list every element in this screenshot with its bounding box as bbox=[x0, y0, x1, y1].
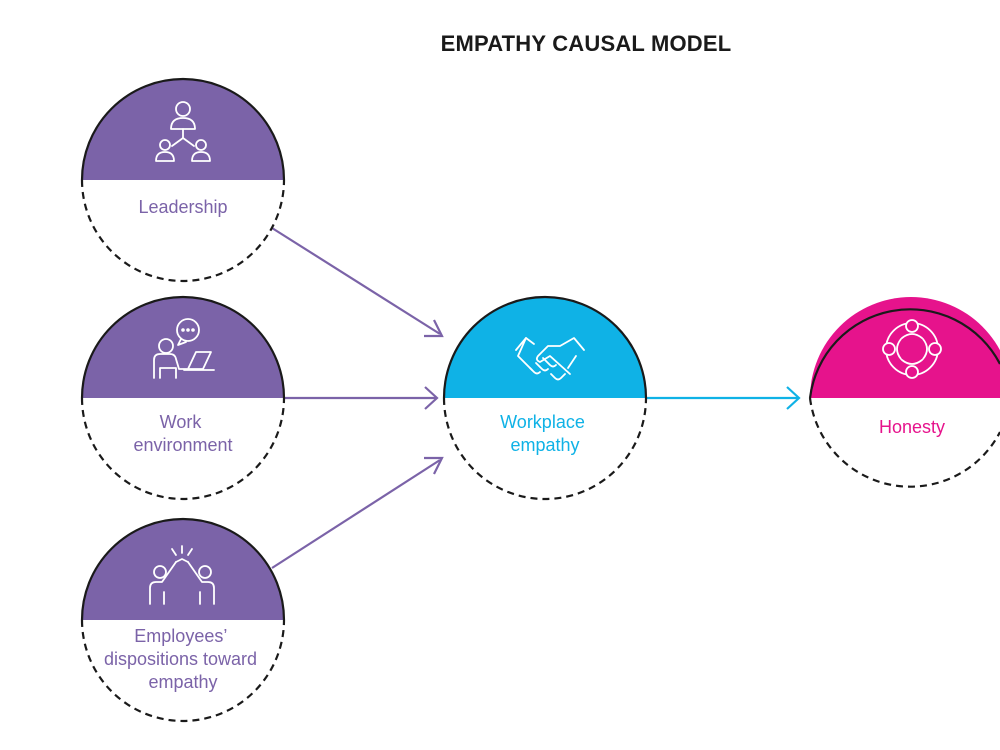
node-leadership: Leadership bbox=[80, 77, 286, 283]
handshake-icon bbox=[515, 337, 585, 381]
high-five-icon bbox=[149, 545, 215, 605]
node-work-environment-label: Work environment bbox=[133, 412, 232, 455]
node-dispositions: Employees’ dispositions toward empathy bbox=[80, 517, 286, 723]
org-chart-icon bbox=[155, 101, 211, 162]
edge-empathy-to-honesty bbox=[646, 386, 801, 410]
node-honesty-label: Honesty bbox=[879, 417, 945, 437]
edge-work-environment-to-empathy bbox=[284, 386, 439, 410]
person-at-laptop-chat-icon bbox=[153, 318, 215, 379]
edge-dispositions-to-empathy bbox=[271, 456, 444, 569]
edge-leadership-to-empathy bbox=[271, 227, 444, 338]
people-circle-icon bbox=[882, 319, 942, 379]
node-workplace-empathy: Workplace empathy bbox=[442, 295, 648, 501]
node-dispositions-label: Employees’ dispositions toward empathy bbox=[104, 626, 262, 692]
diagram-title: EMPATHY CAUSAL MODEL bbox=[441, 31, 732, 56]
node-honesty: Honesty bbox=[808, 297, 1000, 488]
node-workplace-empathy-label: Workplace empathy bbox=[500, 412, 590, 455]
node-work-environment: Work environment bbox=[80, 295, 286, 501]
node-leadership-label: Leadership bbox=[138, 197, 227, 217]
